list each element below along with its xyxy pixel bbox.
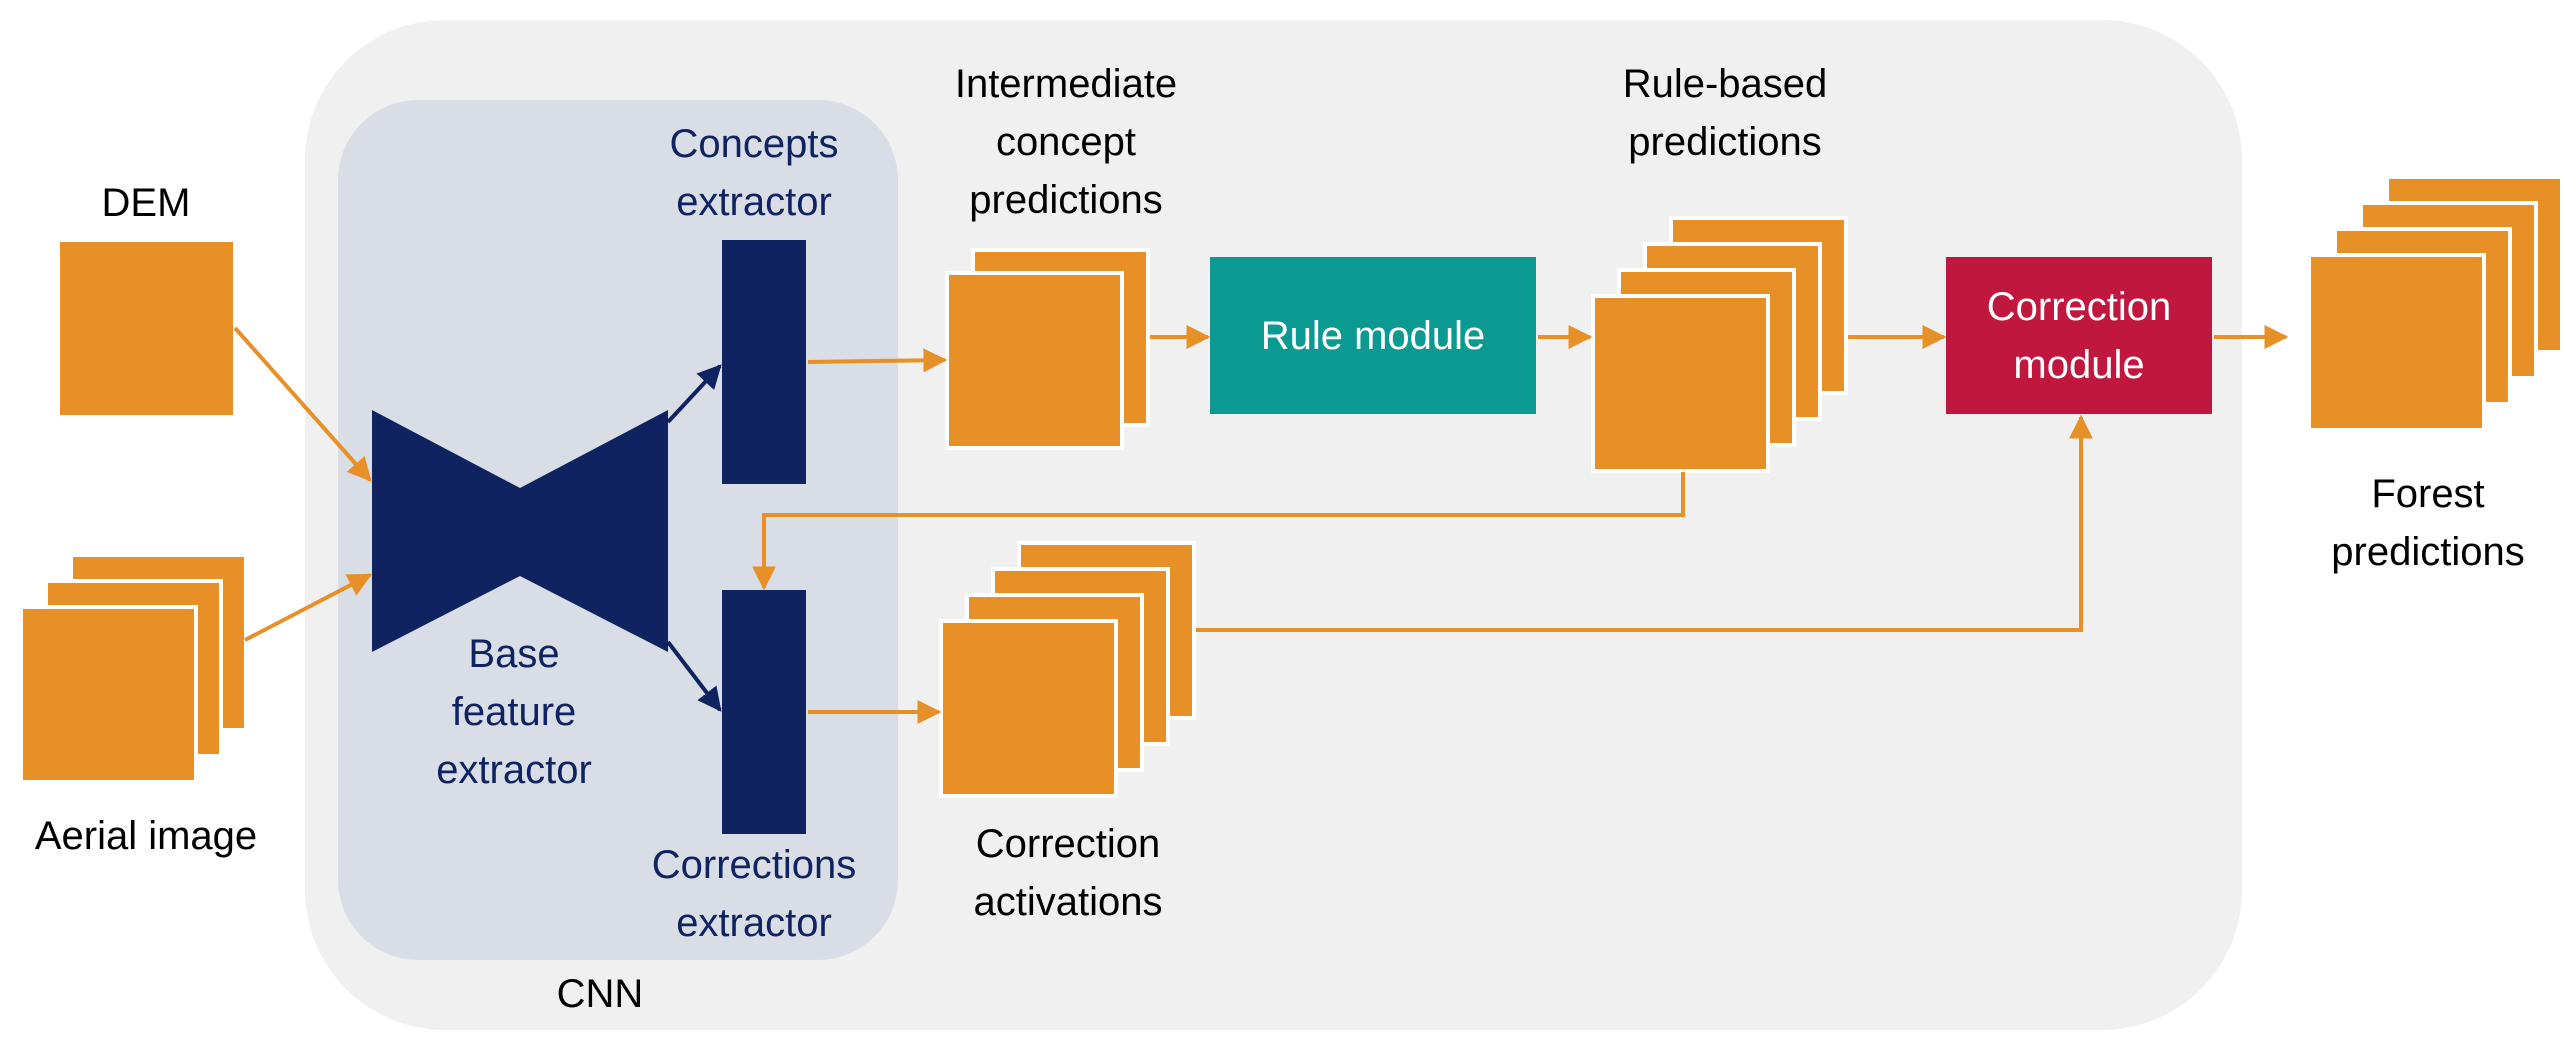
rule-based-predictions-label: Rule-based predictions <box>1590 55 1860 171</box>
corrections-extractor-label: Corrections extractor <box>614 836 894 952</box>
concepts-extractor-bar <box>722 240 806 484</box>
orange-arrows <box>233 325 2289 724</box>
cnn-label: CNN <box>500 965 700 1023</box>
correction-activations-label-line-2: activations <box>973 880 1163 924</box>
rule-module-label: Rule module <box>1260 313 1486 358</box>
correction-module-box: Correction module <box>1946 257 2212 414</box>
correction-module-label-line-2: module <box>2013 342 2145 387</box>
corrections-extractor-bar <box>722 590 806 834</box>
dem-feature-map <box>60 242 233 415</box>
concepts-extractor-label-line-2: extractor <box>676 180 832 224</box>
corrections-extractor-label-line-1: Corrections <box>651 843 857 887</box>
correction-activations-label-line-1: Correction <box>975 822 1161 866</box>
correction-activations-label: Correction activations <box>928 815 1208 931</box>
dem-label: DEM <box>46 174 246 232</box>
cnn-label-text: CNN <box>556 972 644 1016</box>
correction-module-label-line-1: Correction <box>1986 284 2172 329</box>
arrow-dem-to-base <box>233 326 372 482</box>
arrow-base-to-corrections <box>666 640 722 712</box>
intermediate-predictions-label-line-1: Intermediate <box>954 62 1178 106</box>
arrow-concepts-to-intermediate <box>807 348 948 373</box>
forest-predictions-label-line-1: Forest <box>2371 472 2485 516</box>
base-feature-extractor-shape <box>372 410 668 652</box>
forest-predictions-label: Forest predictions <box>2294 465 2562 581</box>
dem-label-text: DEM <box>101 181 191 225</box>
base-feature-extractor-label-line-2: feature <box>451 690 577 734</box>
aerial-image-label-text: Aerial image <box>34 814 258 858</box>
arrow-aerial-to-base <box>244 573 373 642</box>
arrow-rule-based-feedback-to-corrections <box>752 472 1685 591</box>
base-feature-extractor-label-line-1: Base <box>468 632 560 676</box>
base-feature-extractor-label: Base feature extractor <box>364 625 664 799</box>
aerial-image-stack <box>19 553 248 784</box>
correction-activations-stack <box>939 541 1196 798</box>
intermediate-predictions-label: Intermediate concept predictions <box>906 55 1226 229</box>
rule-module-box: Rule module <box>1210 257 1536 414</box>
aerial-image-label: Aerial image <box>0 807 292 865</box>
intermediate-predictions-label-line-3: predictions <box>969 178 1163 222</box>
navy-arrows <box>666 364 722 712</box>
base-feature-extractor-label-line-3: extractor <box>436 748 592 792</box>
rule-based-predictions-label-line-1: Rule-based <box>1622 62 1828 106</box>
corrections-extractor-label-line-2: extractor <box>676 901 832 945</box>
forest-predictions-label-line-2: predictions <box>2331 530 2525 574</box>
concepts-extractor-label: Concepts extractor <box>614 115 894 231</box>
rule-based-predictions-stack <box>1591 216 1848 473</box>
forest-predictions-stack <box>2307 175 2564 432</box>
intermediate-predictions-label-line-2: concept <box>995 120 1137 164</box>
arrow-activations-to-correction-module <box>1196 414 2093 632</box>
rule-based-predictions-label-line-2: predictions <box>1628 120 1822 164</box>
concepts-extractor-label-line-1: Concepts <box>669 122 839 166</box>
arrow-base-to-concepts <box>666 364 722 424</box>
intermediate-predictions-stack <box>945 248 1150 450</box>
